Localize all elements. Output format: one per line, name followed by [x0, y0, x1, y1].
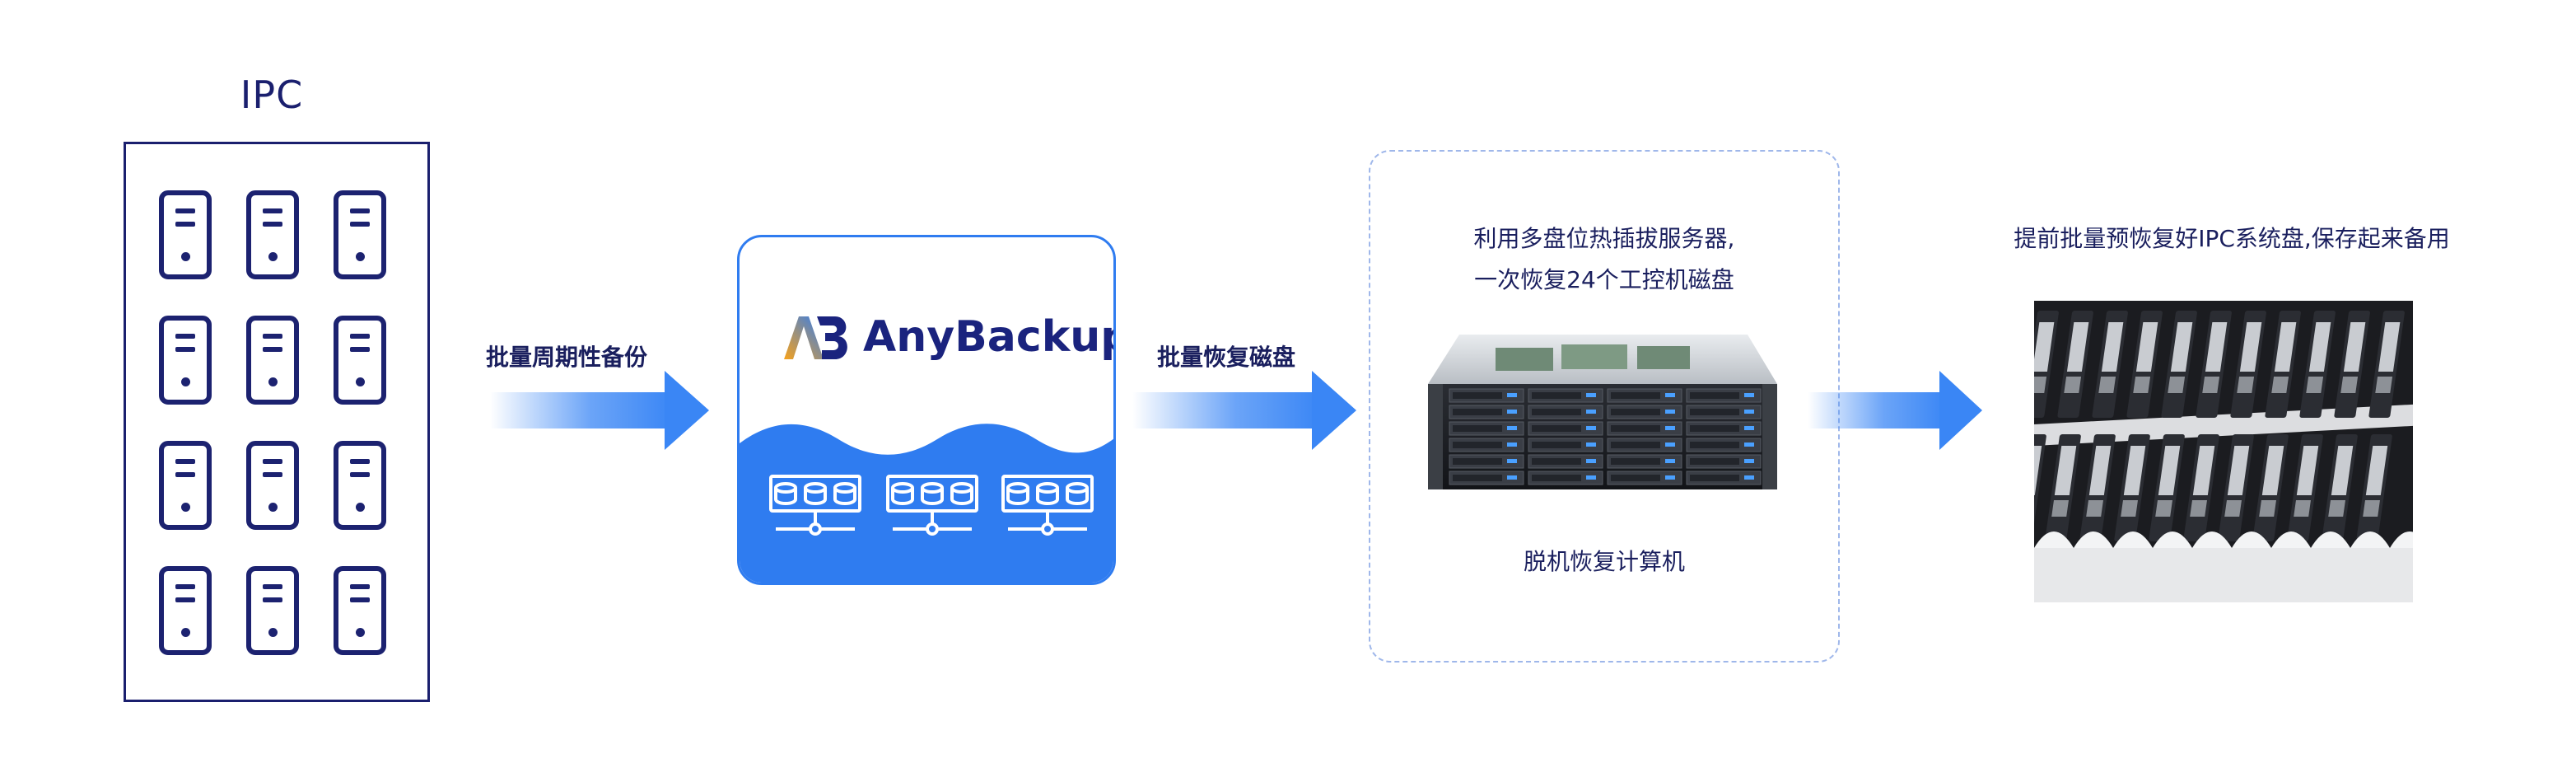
drive-bay — [1449, 454, 1524, 469]
anybackup-logo-icon — [784, 316, 847, 359]
ipc-unit-icon — [246, 441, 299, 530]
drive-bay — [1607, 421, 1682, 436]
drive-bay — [1607, 454, 1682, 469]
server-label: 脱机恢复计算机 — [1523, 548, 1685, 575]
backup-arrow-label: 批量周期性备份 — [486, 344, 648, 371]
drive-bay — [1528, 438, 1603, 452]
ipc-unit-icon — [246, 566, 299, 655]
backup-arrow — [490, 369, 712, 452]
hard-disk — [2092, 311, 2128, 418]
ipc-unit-icon — [159, 441, 212, 530]
anybackup-card: AnyBackup — [737, 235, 1116, 585]
drive-bay — [1686, 454, 1762, 469]
ipc-title: IPC — [240, 73, 304, 117]
drive-bay — [1449, 388, 1524, 403]
drive-bay — [1607, 405, 1682, 419]
foam-holder — [2074, 531, 2113, 548]
drive-bay — [1607, 388, 1682, 403]
drive-bay — [1607, 438, 1682, 452]
hard-disk — [2161, 311, 2197, 418]
hard-disk — [2299, 311, 2336, 418]
hard-disk — [2218, 434, 2254, 541]
storage-node-icon — [1001, 475, 1094, 536]
ipc-unit-icon — [159, 190, 212, 279]
ipc-unit-icon — [334, 190, 386, 279]
ipc-unit-icon — [334, 566, 386, 655]
drive-bay — [1686, 388, 1762, 403]
ipc-unit-icon — [334, 441, 386, 530]
foam-holder — [2390, 531, 2413, 548]
foam-holder — [2311, 531, 2350, 548]
hard-disk — [2045, 434, 2081, 541]
hard-disk — [2265, 311, 2301, 418]
hard-disk — [2368, 311, 2405, 418]
drive-bay — [1607, 471, 1682, 485]
drive-bay — [1528, 471, 1603, 485]
recovery-server-frame: 利用多盘位热插拔服务器, 一次恢复24个工控机磁盘 脱机恢复计算机 — [1369, 150, 1840, 663]
drive-bay — [1528, 421, 1603, 436]
hard-disk — [2356, 434, 2392, 541]
hard-disk — [2230, 311, 2266, 418]
drive-bay — [1686, 405, 1762, 419]
foam-holder — [2271, 531, 2311, 548]
server-chassis-image — [1428, 335, 1777, 489]
hard-disk — [2057, 311, 2093, 418]
server-caption-line2: 一次恢复24个工控机磁盘 — [1474, 266, 1734, 293]
stored-disks-photo — [2034, 301, 2413, 602]
drive-bay — [1686, 421, 1762, 436]
hard-disk — [2196, 311, 2232, 418]
drive-bay — [1449, 405, 1524, 419]
hard-disk — [2126, 311, 2163, 418]
foam-holder — [2034, 531, 2074, 548]
server-caption-line1: 利用多盘位热插拔服务器, — [1473, 225, 1735, 252]
hard-disk — [2079, 434, 2116, 541]
anybackup-logo-text: AnyBackup — [863, 312, 1116, 362]
foam-holder — [2153, 531, 2192, 548]
foam-holder — [2192, 531, 2232, 548]
hard-disk — [2149, 434, 2185, 541]
foam-holder — [2113, 531, 2153, 548]
drive-bay — [1528, 405, 1603, 419]
storage-node-icon — [769, 475, 861, 536]
drive-bay — [1686, 471, 1762, 485]
hard-disk — [2287, 434, 2323, 541]
restore-arrow-label: 批量恢复磁盘 — [1157, 344, 1296, 371]
ipc-unit-icon — [246, 190, 299, 279]
ipc-group-box — [124, 142, 430, 702]
foam-holder — [2350, 531, 2390, 548]
ipc-grid — [159, 190, 398, 655]
hard-disk — [2183, 434, 2219, 541]
result-arrow — [1808, 369, 1986, 452]
hard-disk — [2034, 311, 2059, 418]
drive-bay — [1449, 471, 1524, 485]
anybackup-logo: AnyBackup — [781, 311, 1116, 363]
hard-disk — [2334, 311, 2370, 418]
foam-holder — [2232, 531, 2271, 548]
ipc-unit-icon — [159, 316, 212, 405]
drive-bay — [1528, 388, 1603, 403]
drive-bay — [1449, 421, 1524, 436]
hard-disk — [2114, 434, 2150, 541]
restore-arrow — [1132, 369, 1359, 452]
drive-bay — [1528, 454, 1603, 469]
ipc-unit-icon — [334, 316, 386, 405]
storage-node-icon — [886, 475, 978, 536]
ipc-unit-icon — [246, 316, 299, 405]
result-caption: 提前批量预恢复好IPC系统盘,保存起来备用 — [2014, 225, 2450, 252]
hard-disk — [2252, 434, 2289, 541]
hard-disk — [2322, 434, 2358, 541]
drive-bay — [1449, 438, 1524, 452]
storage-wave-panel — [740, 424, 1113, 583]
hard-disk — [2034, 434, 2046, 541]
ipc-unit-icon — [159, 566, 212, 655]
drive-bay — [1686, 438, 1762, 452]
